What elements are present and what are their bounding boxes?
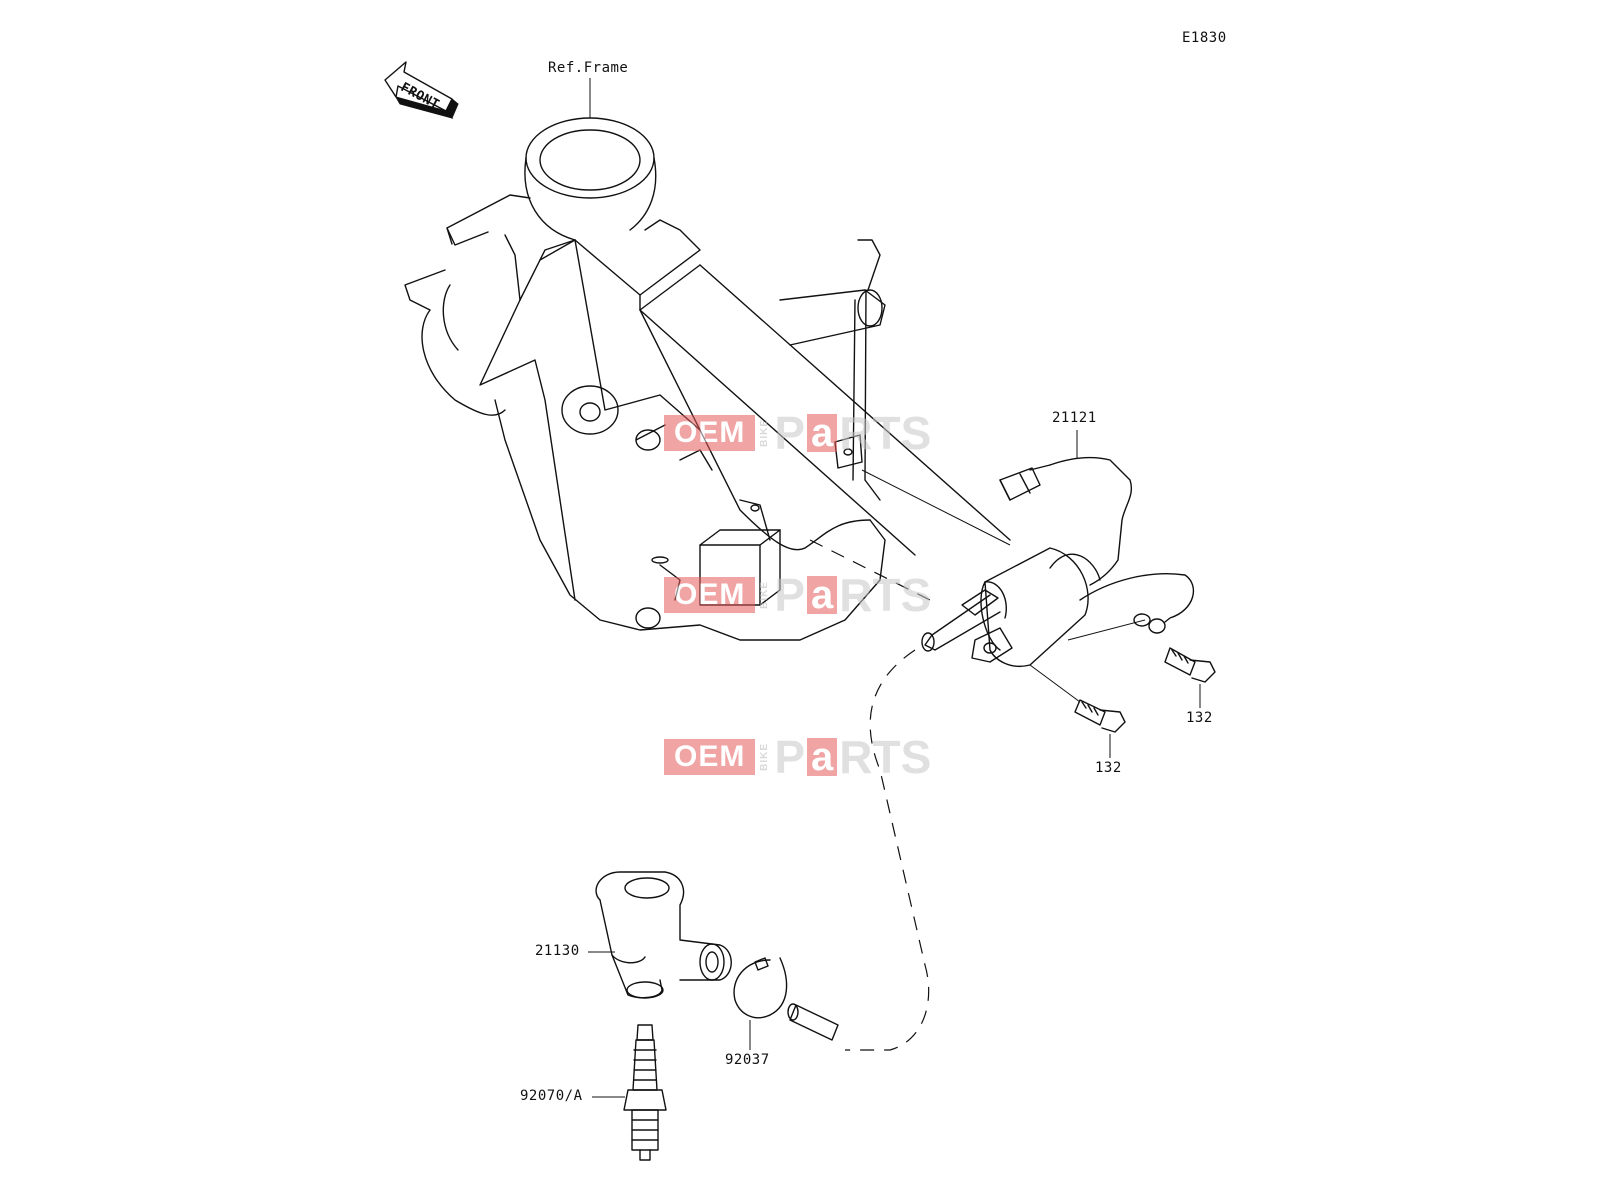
part-label-92037[interactable]: 92037 bbox=[725, 1052, 770, 1068]
spark-plug bbox=[592, 1024, 667, 1161]
part-label-132[interactable]: 132 bbox=[1186, 710, 1213, 726]
diagram-code: E1830 bbox=[1182, 30, 1227, 46]
spark-plug-cap bbox=[588, 871, 732, 999]
clamp-92037 bbox=[733, 957, 788, 1050]
frame-head-tube bbox=[524, 117, 657, 241]
part-label-21121[interactable]: 21121 bbox=[1052, 410, 1097, 426]
bolt-132-lower bbox=[1029, 664, 1126, 758]
ref-frame-label: Ref.Frame bbox=[548, 60, 629, 76]
part-label-132[interactable]: 132 bbox=[1095, 760, 1122, 776]
part-label-21130[interactable]: 21130 bbox=[535, 943, 580, 959]
part-label-92070[interactable]: 92070/A bbox=[520, 1088, 583, 1104]
ignition-coil bbox=[921, 456, 1195, 667]
frame-body bbox=[404, 194, 1011, 641]
lead-end bbox=[787, 1003, 839, 1041]
high-tension-lead bbox=[845, 649, 930, 1051]
bolt-132-right bbox=[1164, 647, 1216, 708]
guide-line bbox=[861, 469, 1011, 546]
front-arrow-icon bbox=[384, 61, 459, 119]
